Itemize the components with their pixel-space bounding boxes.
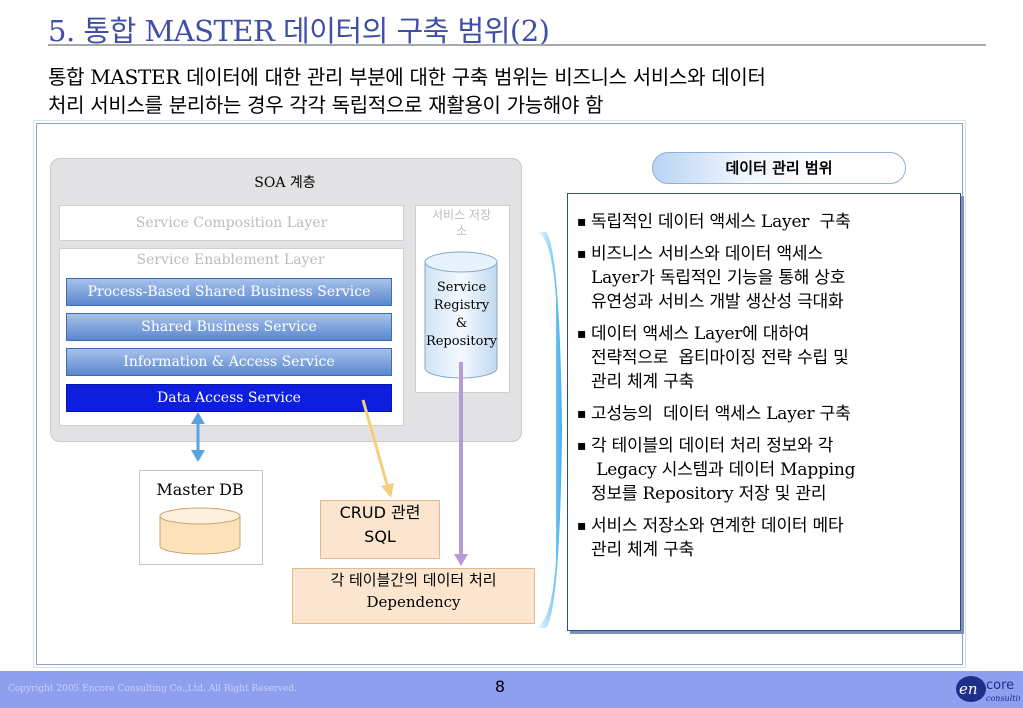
page-number: 8 <box>494 677 506 696</box>
data-scope-title: 데이터 관리 범위 <box>652 152 906 184</box>
encore-logo: en core consulting <box>956 676 1020 703</box>
data-access-service: Data Access Service <box>66 384 392 412</box>
process-based-shared-business-service: Process-Based Shared Business Service <box>66 278 392 306</box>
db-to-data-access-arrow <box>191 412 205 462</box>
service-registry-title: 서비스 저장 소 <box>431 208 491 238</box>
registry-to-dependency-arrow <box>454 362 468 566</box>
scope-item: 각 테이블의 데이터 처리 정보와 각 Legacy 시스템과 데이터 Mapp… <box>577 434 952 506</box>
svg-text:core: core <box>986 678 1014 693</box>
master-db-icon <box>159 507 241 555</box>
svg-text:consulting: consulting <box>986 694 1020 703</box>
copyright-text: Copyright 2005 Encore Consulting Co.,Ltd… <box>8 684 297 694</box>
service-registry-label: Service Registry & Repository <box>425 280 498 349</box>
registry-cylinder-icon <box>424 251 498 379</box>
footer-band <box>0 671 1023 708</box>
funnel-shape <box>536 232 562 628</box>
service-composition-layer: Service Composition Layer <box>59 205 404 241</box>
title-divider <box>48 44 986 46</box>
scope-item: 독립적인 데이터 액세스 Layer 구축 <box>577 210 952 234</box>
service-enablement-label: Service Enablement Layer <box>136 252 325 268</box>
crud-sql-note: CRUD 관련 SQL <box>320 500 440 559</box>
subtitle-line-2: 처리 서비스를 분리하는 경우 각각 독립적으로 재활용이 가능해야 함 <box>48 93 604 117</box>
dependency-line-2: Dependency <box>366 593 461 611</box>
soa-label: SOA 계층 <box>254 175 316 191</box>
data-access-to-crud-arrow <box>361 399 394 498</box>
information-access-service: Information & Access Service <box>66 348 392 376</box>
scope-item: 고성능의 데이터 액세스 Layer 구축 <box>577 402 952 426</box>
dependency-line-1: 각 테이블간의 데이터 처리 <box>330 571 497 589</box>
scope-item: 서비스 저장소와 연계한 데이터 메타 관리 체계 구축 <box>577 514 952 562</box>
shared-business-service: Shared Business Service <box>66 313 392 341</box>
subtitle-line-1: 통합 MASTER 데이터에 대한 관리 부분에 대한 구축 범위는 비즈니스 … <box>48 65 766 89</box>
scope-item: 데이터 액세스 Layer에 대하여 전략적으로 옵티마이징 전략 수립 및 관… <box>577 322 952 394</box>
dependency-note: 각 테이블간의 데이터 처리 Dependency <box>292 568 535 624</box>
scope-item: 비즈니스 서비스와 데이터 액세스 Layer가 독립적인 기능을 통해 상호 … <box>577 242 952 314</box>
page-title: 5. 통합 MASTER 데이터의 구축 범위(2) <box>48 14 550 48</box>
data-scope-list: 독립적인 데이터 액세스 Layer 구축 비즈니스 서비스와 데이터 액세스 … <box>577 210 952 570</box>
master-db-label: Master DB <box>156 480 244 499</box>
diagram-frame <box>33 120 966 668</box>
svg-text:en: en <box>959 680 978 698</box>
